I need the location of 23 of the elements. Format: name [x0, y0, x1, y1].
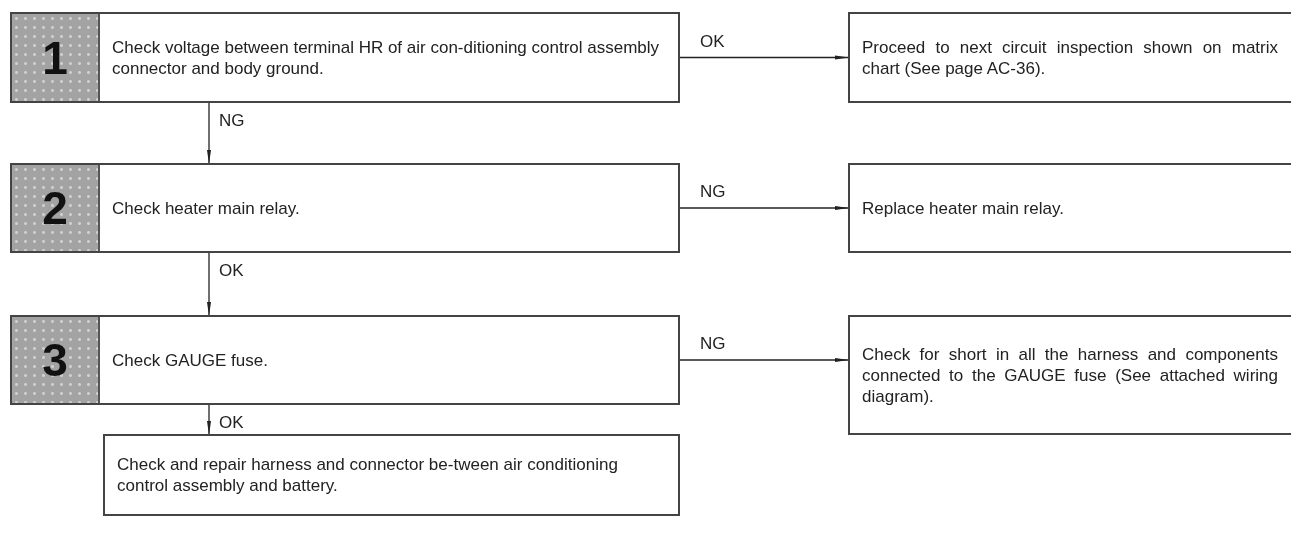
step-text: Check voltage between terminal HR of air con-ditioning control assembly connector and body ground.	[112, 36, 661, 79]
arrow	[207, 404, 211, 435]
step-box	[10, 315, 680, 405]
step-text: Replace heater main relay.	[862, 197, 1064, 219]
arrow	[679, 55, 849, 60]
step-number: 3	[42, 337, 68, 383]
step-text: Check and repair harness and connector be-tween air conditioning control assembly and battery.	[117, 454, 619, 496]
arrow	[679, 358, 849, 362]
result-box	[848, 315, 1291, 435]
step-box	[10, 12, 680, 103]
step-number: 2	[42, 185, 68, 231]
step-text: Check GAUGE fuse.	[112, 349, 268, 371]
result-box	[103, 434, 680, 516]
step-number: 1	[42, 34, 68, 81]
arrow	[679, 206, 849, 210]
arrow	[207, 252, 211, 316]
step-text: Check for short in all the harness and components connected to the GAUGE fuse (See attached wiring diagram).	[862, 343, 1278, 407]
step-text: Proceed to next circuit inspection shown on matrix chart (See page AC-36).	[862, 36, 1278, 79]
result-box	[848, 12, 1291, 103]
step-box	[10, 163, 680, 253]
arrow	[207, 102, 211, 164]
result-box	[848, 163, 1291, 253]
step-text: Check heater main relay.	[112, 197, 300, 219]
